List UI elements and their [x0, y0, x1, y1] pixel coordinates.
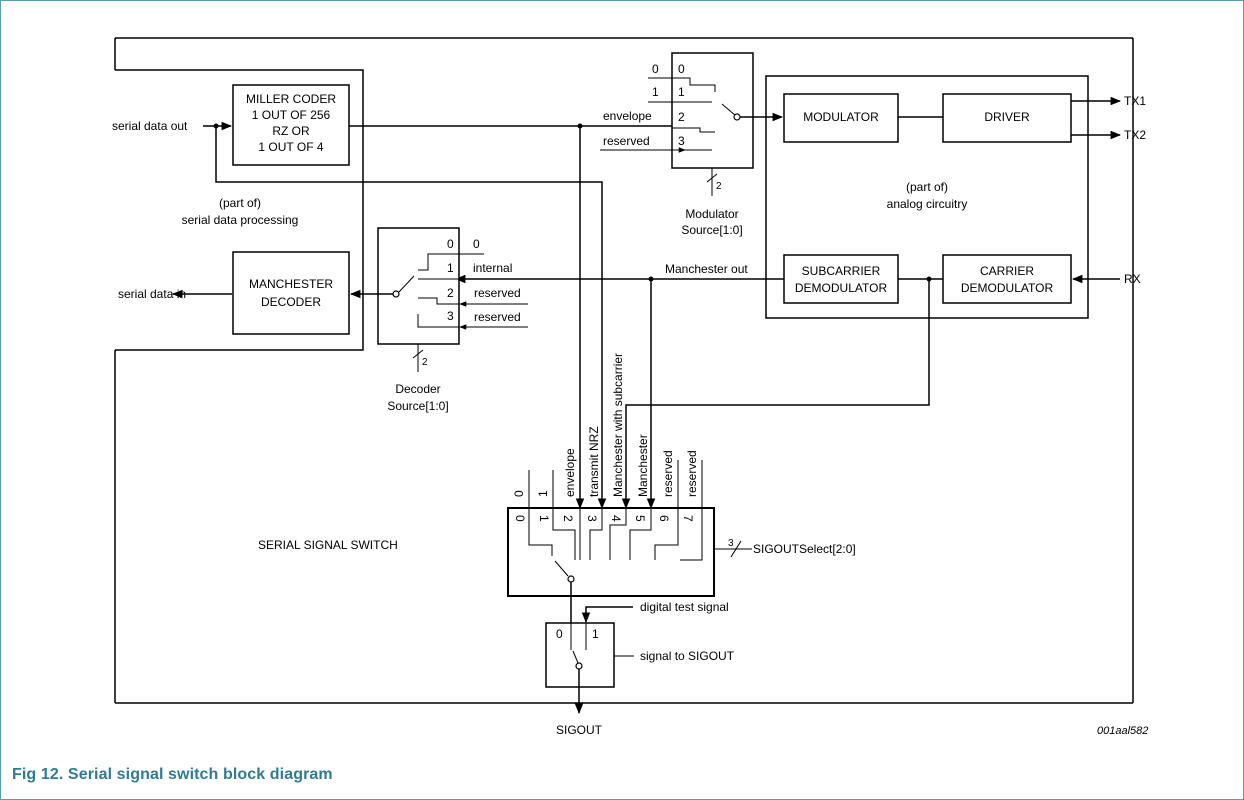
switch-port-7: 7	[681, 515, 695, 522]
serial-data-processing-label-1: (part of)	[219, 196, 261, 210]
analog-circuitry-block	[765, 75, 1089, 319]
serial-switch-input-labels: 0 1 envelope transmit NRZ Manchester wit…	[512, 353, 699, 497]
decoder-input-3: reserved	[474, 310, 521, 324]
carrier-demodulator-label-2: DEMODULATOR	[961, 281, 1054, 295]
decoder-select-label-1: Decoder	[395, 382, 440, 396]
carrier-demodulator-label-1: CARRIER	[980, 264, 1034, 278]
modulator-input-3: reserved	[603, 134, 650, 148]
miller-coder-label-4: 1 OUT OF 4	[258, 140, 323, 154]
miller-coder-label-2: 1 OUT OF 256	[252, 108, 331, 122]
decoder-switch-pivot	[392, 290, 400, 298]
driver-block	[942, 93, 1072, 143]
manchester-out-label: Manchester out	[665, 262, 748, 276]
switch-port-6: 6	[657, 515, 671, 522]
figure-caption: Fig 12. Serial signal switch block diagr…	[12, 766, 333, 783]
rx-label: RX	[1124, 272, 1141, 286]
miller-coder-block	[232, 84, 350, 166]
switch-input-label-1: 1	[536, 490, 550, 497]
signal-to-sigout-label: signal to SIGOUT	[640, 649, 735, 663]
serial-switch-port-numbers: 0 1 2 3 4 5 6 7	[513, 515, 695, 522]
analog-circuitry-label-2: analog circuitry	[887, 197, 968, 211]
figure-reference: 001aal582	[1097, 725, 1148, 737]
manchester-decoder-label-2: DECODER	[261, 295, 321, 309]
carrier-demodulator-block	[942, 254, 1072, 304]
sigout-select-width: 3	[728, 538, 734, 549]
decoder-port-0: 0	[447, 237, 454, 251]
switch-port-5: 5	[633, 515, 647, 522]
switch-input-label-4: Manchester with subcarrier	[611, 353, 625, 497]
manchester-decoder-block	[232, 251, 350, 335]
serial-switch-lever	[554, 560, 569, 577]
decoder-input-0: 0	[473, 237, 480, 251]
switch-port-3: 3	[585, 515, 599, 522]
serial-data-processing-block	[115, 69, 364, 351]
switch-port-4: 4	[609, 515, 623, 522]
modulator-select-label-1: Modulator	[685, 207, 738, 221]
driver-label: DRIVER	[984, 110, 1030, 124]
output-switch-lever	[572, 650, 579, 664]
decoder-switch-lever	[398, 275, 415, 293]
miller-coder-label-1: MILLER CODER	[246, 92, 336, 106]
modulator-switch-lever	[721, 103, 737, 117]
output-switch-pivot	[575, 662, 583, 670]
modulator-port-1: 1	[678, 85, 685, 99]
switch-input-label-2: envelope	[563, 448, 577, 497]
subcarrier-demodulator-block	[783, 254, 899, 304]
tx2-label: TX2	[1124, 128, 1146, 142]
miller-coder-label-3: RZ OR	[272, 124, 310, 138]
sigout-output-switch	[545, 622, 615, 688]
modulator-port-2: 2	[678, 110, 685, 124]
manchester-subcarrier-path	[621, 279, 930, 510]
sigout-label: SIGOUT	[556, 723, 603, 737]
switch-port-0: 0	[513, 515, 527, 522]
serial-signal-switch-block	[507, 507, 715, 597]
decoder-input-1: internal	[473, 261, 512, 275]
decoder-port-3: 3	[447, 309, 454, 323]
decoder-select-label-2: Source[1:0]	[387, 399, 448, 413]
transmit-nrz-path	[215, 126, 607, 510]
serial-switch-pivot	[567, 575, 575, 583]
decoder-input-2: reserved	[474, 286, 521, 300]
output-port-0: 0	[556, 627, 563, 641]
modulator-port-0: 0	[678, 62, 685, 76]
digital-test-signal-label: digital test signal	[640, 600, 729, 614]
subcarrier-demodulator-label-1: SUBCARRIER	[802, 264, 881, 278]
switch-input-label-3: transmit NRZ	[587, 426, 601, 497]
serial-signal-switch-label: SERIAL SIGNAL SWITCH	[258, 538, 398, 552]
analog-circuitry-label-1: (part of)	[906, 180, 948, 194]
serial-data-out-label: serial data out	[112, 119, 188, 133]
modulator-select-width: 2	[716, 181, 722, 192]
decoder-select-width: 2	[422, 357, 428, 368]
switch-input-label-6: reserved	[661, 450, 675, 497]
output-port-1: 1	[592, 627, 599, 641]
subcarrier-demodulator-label-2: DEMODULATOR	[795, 281, 888, 295]
tx1-label: TX1	[1124, 94, 1146, 108]
modulator-block	[783, 93, 899, 143]
modulator-input-2: envelope	[603, 109, 652, 123]
modulator-label: MODULATOR	[803, 110, 879, 124]
switch-port-1: 1	[537, 515, 551, 522]
switch-input-label-5: Manchester	[636, 434, 650, 497]
outer-block	[114, 37, 1134, 704]
decoder-port-2: 2	[447, 286, 454, 300]
modulator-input-1: 1	[652, 85, 659, 99]
sigout-select-label: SIGOUTSelect[2:0]	[753, 542, 856, 556]
modulator-port-3: 3	[678, 134, 685, 148]
digital-test-signal-line	[581, 606, 633, 624]
manchester-decoder-label-1: MANCHESTER	[249, 277, 333, 291]
switch-input-label-0: 0	[512, 490, 526, 497]
modulator-input-0: 0	[652, 62, 659, 76]
modulator-switch-pivot	[733, 113, 741, 121]
serial-data-in-label: serial data in	[118, 287, 186, 301]
switch-input-label-7: reserved	[685, 450, 699, 497]
modulator-select-label-2: Source[1:0]	[681, 223, 742, 237]
switch-port-2: 2	[561, 515, 575, 522]
serial-data-processing-label-2: serial data processing	[182, 213, 299, 227]
decoder-port-1: 1	[447, 261, 454, 275]
